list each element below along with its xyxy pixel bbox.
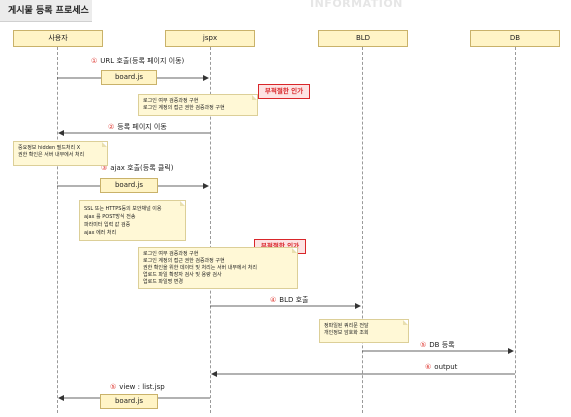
watermark: INFORMATION	[310, 0, 403, 10]
lifeline-user	[57, 47, 58, 413]
warning-badge-1: 부적절한 인가	[258, 84, 310, 99]
boardjs-box-2: board.js	[100, 178, 158, 193]
note-bld-query: 정파일된 쿼리문 전달 개인정보 암호화 조회	[319, 319, 409, 343]
note-ajax-security: SSL 또는 HTTPS등의 보안채널 이용 ajax 를 POST방식 전송 …	[79, 200, 186, 241]
lifeline-db	[515, 47, 516, 413]
actor-bld: BLD	[318, 30, 408, 47]
note-jspx-auth: 로그인 여부 검증과정 구현 로그인 계정의 접근 권한 검증과정 구현	[138, 94, 258, 116]
boardjs-box-1: board.js	[101, 70, 157, 85]
actor-user: 사용자	[13, 30, 103, 47]
page-title: 게시물 등록 프로세스	[0, 0, 92, 22]
actor-jspx: jspx	[165, 30, 255, 47]
note-server-auth: 로그인 여부 검증과정 구현 로그인 계정의 접근 권한 검증과정 구현 권한 …	[138, 247, 298, 289]
note-user-hidden: 중요정보 hidden 필드처리 X 권한 확인은 서버 내부에서 처리	[13, 141, 108, 166]
lifeline-bld	[362, 47, 363, 413]
boardjs-box-3: board.js	[100, 394, 158, 409]
lifeline-jspx	[210, 47, 211, 413]
actor-db: DB	[470, 30, 560, 47]
